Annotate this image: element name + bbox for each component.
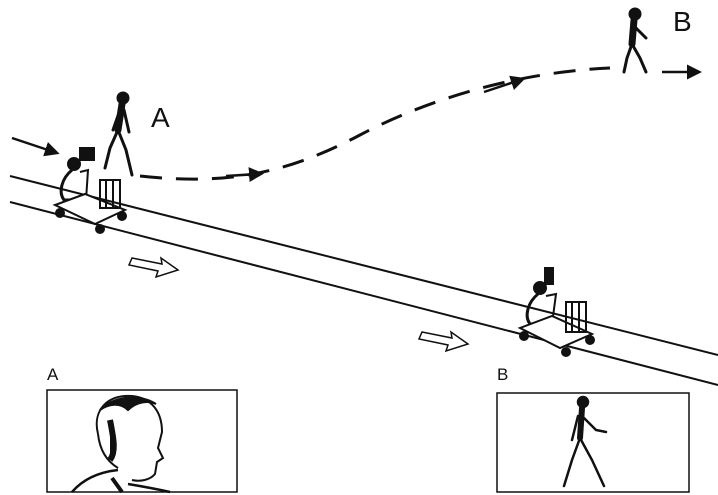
dolly-direction-arrow <box>129 258 178 277</box>
label-frame-b: B <box>497 366 508 383</box>
walking-person-icon <box>105 93 132 175</box>
arrow-icon <box>226 174 258 176</box>
dolly-icon <box>520 302 594 356</box>
track-rail-bottom <box>10 202 718 385</box>
frame-a <box>47 390 237 492</box>
track-rail-top <box>10 176 718 355</box>
walking-person-icon <box>624 9 646 72</box>
subject-path <box>140 68 610 179</box>
dolly-icon <box>55 180 126 233</box>
arrow-icon <box>12 138 54 152</box>
frame-b <box>497 393 689 492</box>
label-subject-a: A <box>151 104 170 132</box>
dolly-direction-arrow <box>419 332 468 351</box>
label-frame-a: A <box>47 366 58 383</box>
label-subject-b: B <box>673 8 692 36</box>
